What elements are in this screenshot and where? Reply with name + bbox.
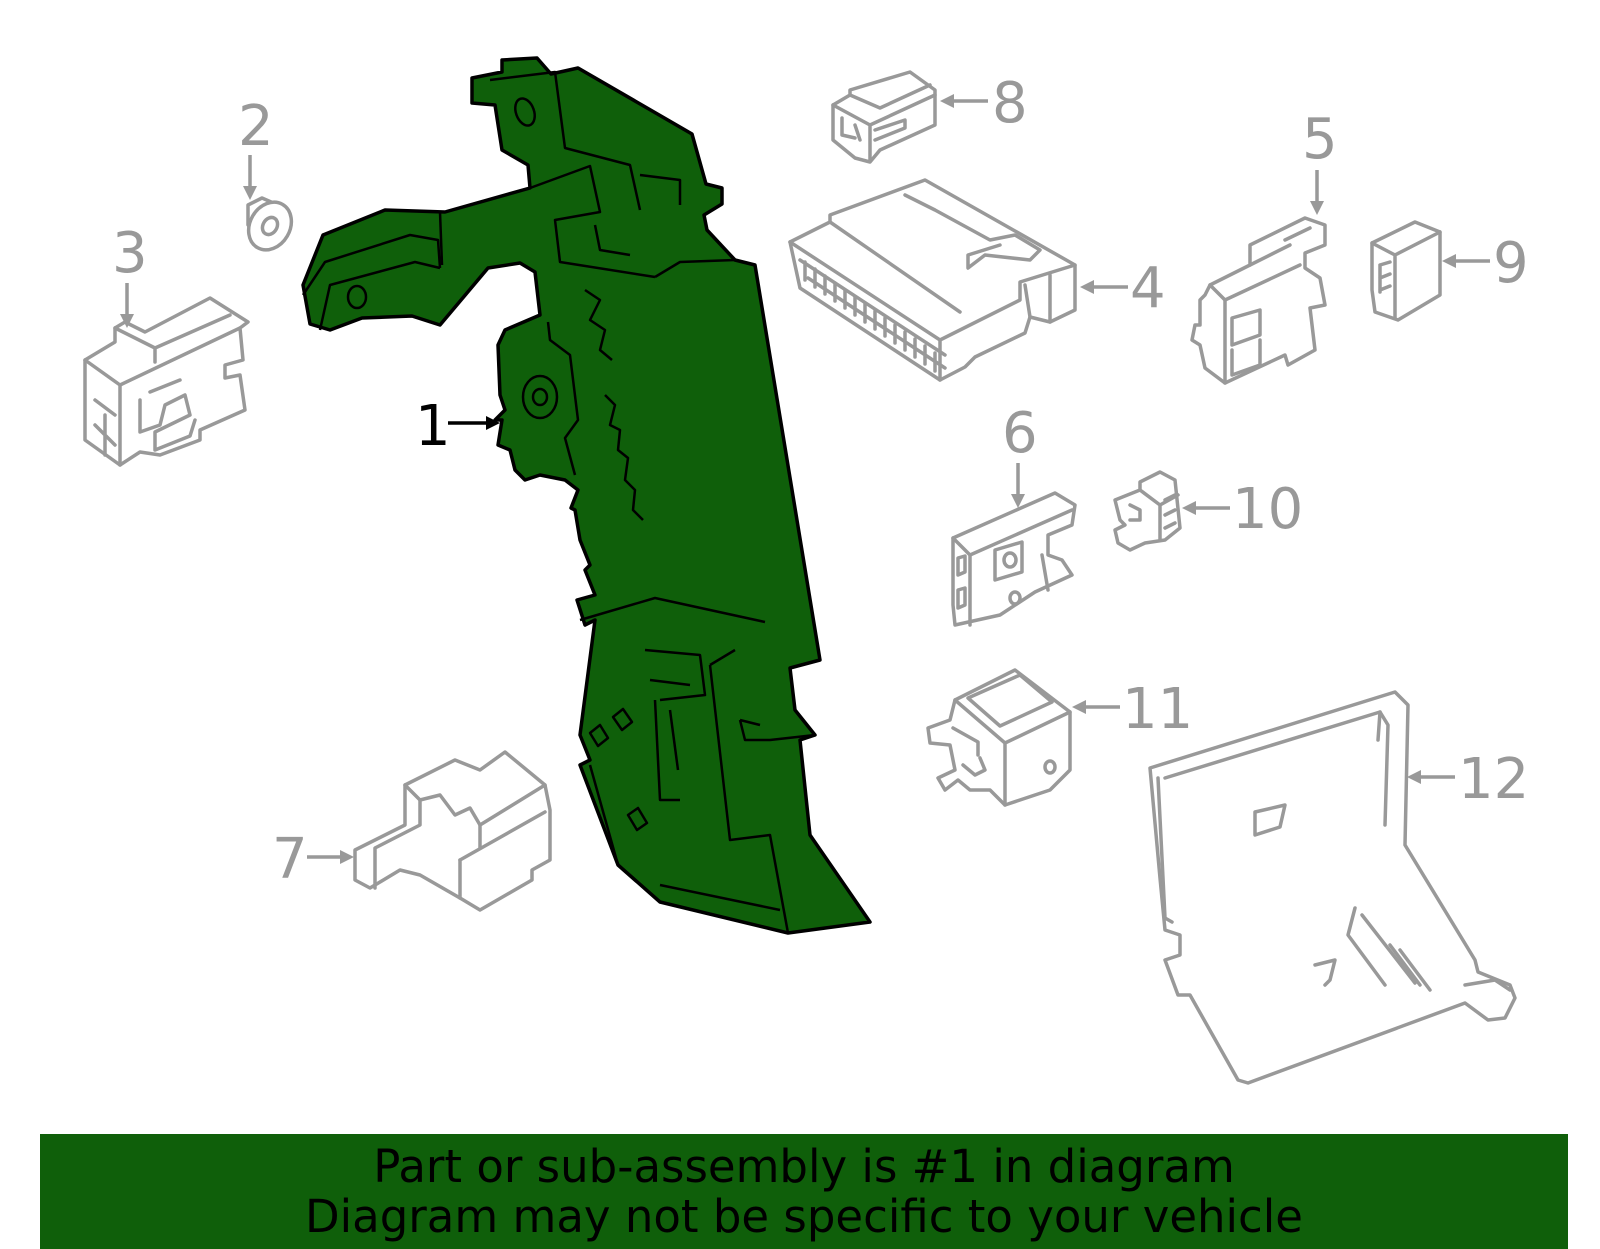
callout-arrows (120, 94, 1490, 864)
callout-11: 11 (1122, 677, 1193, 742)
part-3-module[interactable] (83, 296, 250, 467)
parts-diagram: 1 2 3 4 5 6 7 8 9 10 11 12 (83, 56, 1529, 1085)
part-9-module[interactable] (1370, 220, 1442, 322)
part-7-connector[interactable] (353, 750, 552, 912)
callout-10: 10 (1232, 477, 1303, 542)
part-4-control-module[interactable] (788, 178, 1077, 382)
info-banner: Part or sub-assembly is #1 in diagram Di… (40, 1134, 1568, 1249)
callout-6: 6 (1002, 401, 1038, 466)
callout-1: 1 (415, 394, 451, 459)
callout-2: 2 (238, 94, 274, 159)
part-10-clip[interactable] (1113, 470, 1182, 552)
banner-line-1: Part or sub-assembly is #1 in diagram (373, 1140, 1235, 1193)
banner-line-2: Diagram may not be specific to your vehi… (305, 1190, 1303, 1243)
callout-9: 9 (1493, 231, 1529, 296)
part-11-relay[interactable] (926, 668, 1072, 807)
callout-5: 5 (1302, 107, 1338, 172)
part-8-connector[interactable] (831, 70, 937, 164)
callout-labels: 1 2 3 4 5 6 7 8 9 10 11 12 (112, 71, 1529, 892)
part-6-module[interactable] (951, 491, 1077, 627)
callout-12: 12 (1458, 747, 1529, 812)
part-1-bracket[interactable] (301, 56, 872, 935)
callout-3: 3 (112, 221, 148, 286)
part-2-nut[interactable] (240, 194, 300, 257)
callout-8: 8 (992, 71, 1028, 136)
part-12-cover[interactable] (1148, 690, 1517, 1085)
part-5-bracket[interactable] (1190, 216, 1327, 385)
callout-4: 4 (1130, 256, 1166, 321)
callout-7: 7 (272, 827, 308, 892)
